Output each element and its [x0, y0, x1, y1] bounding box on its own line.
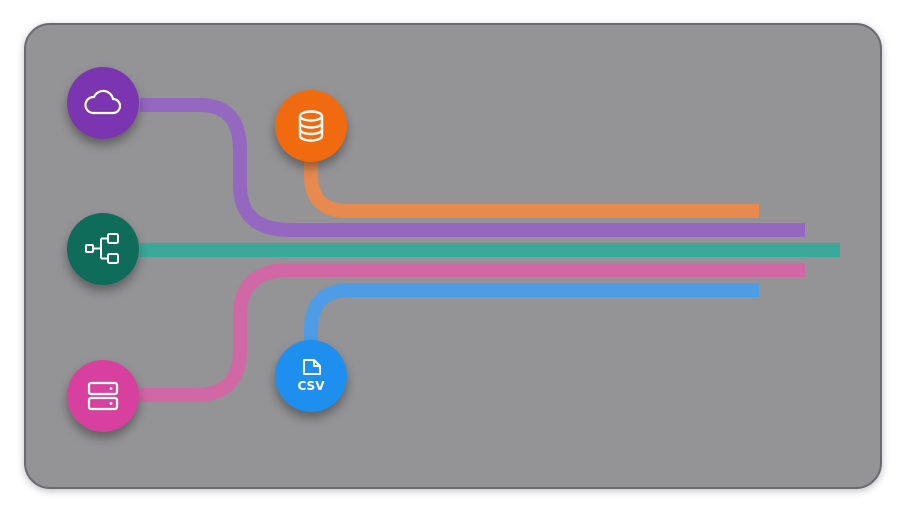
database-icon: [298, 110, 324, 142]
cloud-node[interactable]: [67, 67, 139, 139]
csv-file-icon: CSV: [298, 359, 326, 393]
network-node[interactable]: [67, 213, 139, 285]
server-icon: [87, 381, 119, 411]
cloud-icon: [84, 89, 122, 115]
network-icon: [85, 233, 119, 264]
csv-label: CSV: [298, 379, 326, 393]
csv-node[interactable]: CSV: [275, 340, 347, 412]
flow-line-cloud: [140, 98, 805, 237]
server-node[interactable]: [67, 360, 139, 432]
flow-line-database: [304, 160, 759, 218]
database-node[interactable]: [275, 90, 347, 162]
flow-line-csv: [304, 283, 759, 345]
flow-line-server: [140, 263, 805, 402]
